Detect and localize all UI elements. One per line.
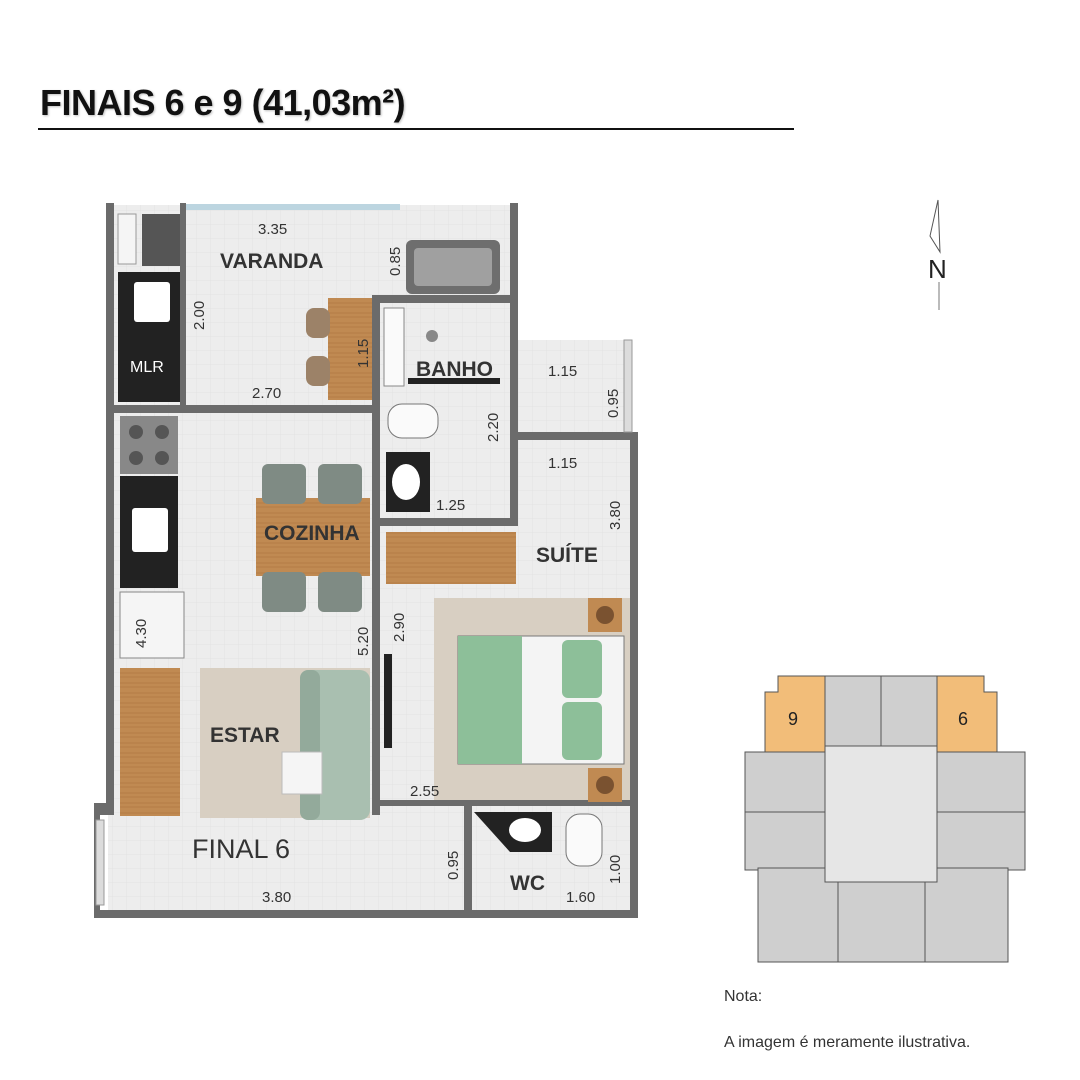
title-underline bbox=[38, 128, 794, 130]
label-final: FINAL 6 bbox=[192, 834, 290, 864]
window-left bbox=[95, 819, 105, 906]
key-plan bbox=[744, 675, 1026, 963]
dim-4-30: 4.30 bbox=[133, 619, 150, 648]
label-cozinha: COZINHA bbox=[264, 522, 360, 545]
dim-5-20: 5.20 bbox=[355, 627, 372, 656]
shower bbox=[383, 307, 405, 387]
window-varanda bbox=[186, 204, 400, 210]
dim-0-95-b: 0.95 bbox=[445, 851, 462, 880]
side-table bbox=[281, 751, 323, 795]
dim-2-55: 2.55 bbox=[410, 783, 439, 800]
key-unit-9 bbox=[764, 675, 826, 753]
key-unit-6 bbox=[936, 675, 998, 753]
dining-chair-3 bbox=[262, 572, 306, 612]
dim-3-80-a: 3.80 bbox=[607, 501, 624, 530]
shower-head bbox=[426, 330, 438, 342]
dim-1-60: 1.60 bbox=[566, 889, 595, 906]
label-varanda: VARANDA bbox=[220, 250, 323, 273]
grill bbox=[142, 214, 180, 266]
bbq-box bbox=[117, 213, 137, 265]
label-suite: SUÍTE bbox=[536, 544, 598, 567]
dim-3-35: 3.35 bbox=[258, 221, 287, 238]
label-banho: BANHO bbox=[416, 358, 493, 381]
north-arrow-icon bbox=[929, 199, 941, 254]
dim-1-15-b: 1.15 bbox=[548, 363, 577, 380]
label-wc: WC bbox=[510, 872, 545, 895]
dim-2-20: 2.20 bbox=[485, 413, 502, 442]
north-label: N bbox=[928, 254, 947, 284]
dim-2-00: 2.00 bbox=[191, 301, 208, 330]
varanda-table bbox=[328, 298, 372, 400]
wc-sink bbox=[509, 818, 541, 842]
dim-2-90: 2.90 bbox=[391, 613, 408, 642]
window-right bbox=[623, 339, 633, 433]
dim-2-70: 2.70 bbox=[252, 385, 281, 402]
label-estar: ESTAR bbox=[210, 724, 280, 747]
note-heading: Nota: bbox=[724, 988, 763, 1005]
varanda-chair-2 bbox=[306, 356, 330, 386]
kitchen-sink bbox=[132, 508, 168, 552]
wc-toilet bbox=[565, 813, 603, 867]
banho-sink bbox=[392, 464, 420, 500]
stove bbox=[120, 416, 178, 474]
dim-3-80-b: 3.80 bbox=[262, 889, 291, 906]
dim-1-00: 1.00 bbox=[607, 855, 624, 884]
dim-1-15-a: 1.15 bbox=[355, 339, 372, 368]
mlr-sink bbox=[134, 282, 170, 322]
pillow-1 bbox=[562, 640, 602, 698]
tv-cabinet bbox=[120, 668, 180, 816]
key-label-6: 6 bbox=[958, 709, 968, 729]
tv-wall bbox=[384, 654, 392, 748]
dim-1-25: 1.25 bbox=[436, 497, 465, 514]
dining-chair-1 bbox=[262, 464, 306, 504]
note-text: A imagem é meramente ilustrativa. bbox=[724, 1034, 971, 1051]
banho-line bbox=[408, 378, 500, 384]
dim-1-15-c: 1.15 bbox=[548, 455, 577, 472]
bed-blanket bbox=[458, 636, 522, 764]
pillow-2 bbox=[562, 702, 602, 760]
dim-0-85: 0.85 bbox=[387, 247, 404, 276]
dining-table bbox=[256, 498, 370, 576]
walls bbox=[94, 203, 638, 918]
wardrobe bbox=[386, 532, 516, 584]
dining-chair-4 bbox=[318, 572, 362, 612]
varanda-chair-1 bbox=[306, 308, 330, 338]
dining-chair-2 bbox=[318, 464, 362, 504]
label-mlr: MLR bbox=[130, 359, 164, 376]
dim-0-95-a: 0.95 bbox=[605, 389, 622, 418]
banho-toilet bbox=[387, 403, 439, 439]
fridge bbox=[119, 591, 185, 659]
key-label-9: 9 bbox=[788, 709, 798, 729]
page-title: FINAIS 6 e 9 (41,03m²) bbox=[40, 82, 406, 123]
